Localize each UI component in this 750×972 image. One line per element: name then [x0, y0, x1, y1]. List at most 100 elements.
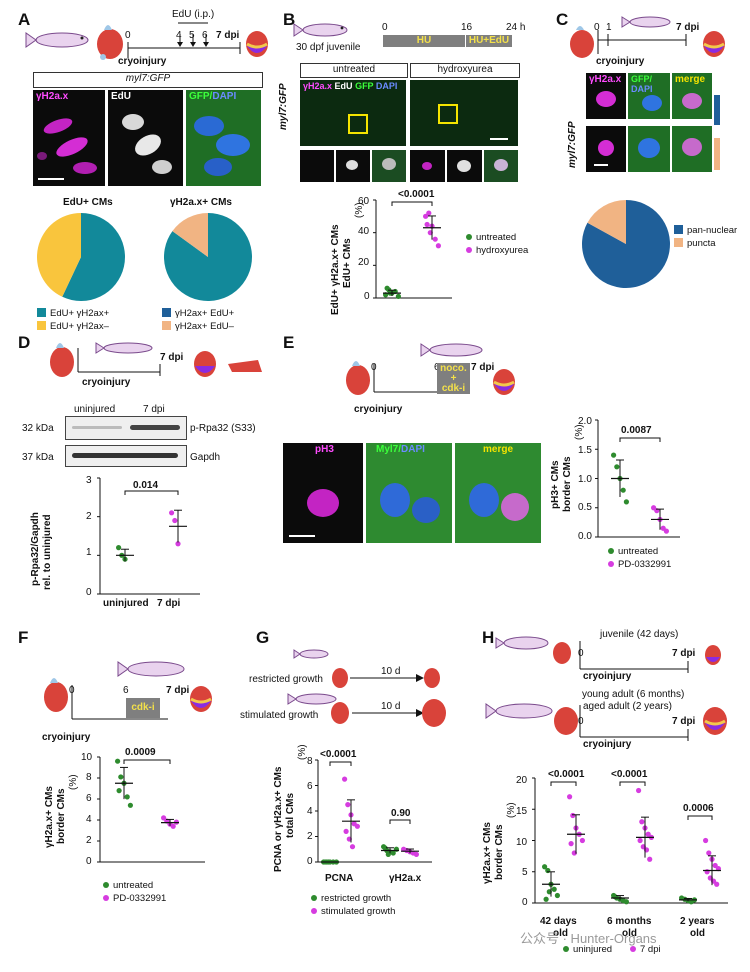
f-tick-4: 4	[86, 814, 92, 825]
e-micro-ph3: pH3	[283, 443, 363, 543]
h-adult1: young adult (6 months)	[582, 689, 685, 700]
data-point	[570, 812, 576, 819]
inset-untreated-3	[372, 150, 406, 182]
day-6: 6	[202, 30, 208, 41]
d-t7: 7 dpi	[160, 352, 184, 363]
h-adult2: aged adult (2 years)	[583, 701, 672, 712]
d-tick-1: 1	[86, 547, 92, 558]
day-0: 0	[125, 30, 131, 41]
f-t6: 6	[123, 685, 129, 696]
b-t0: 0	[382, 22, 388, 33]
e-cryo: cryoinjury	[354, 404, 403, 415]
data-point	[623, 499, 630, 505]
d-x-uninjured: uninjured	[103, 598, 149, 609]
d-x-7dpi: 7 dpi	[157, 598, 181, 609]
data-point	[116, 788, 122, 794]
g-tick-0: 0	[307, 856, 313, 867]
data-point	[614, 464, 620, 470]
h-x2b: old	[622, 928, 637, 939]
e-legend-untreated: untreated	[608, 546, 658, 557]
day-7dpi: 7 dpi	[216, 30, 240, 41]
untreated-header: untreated	[300, 63, 408, 78]
heart-injured-icon	[246, 31, 268, 57]
h-ylabel1: γH2a.x+ CMs	[482, 822, 493, 884]
day-4: 4	[176, 30, 182, 41]
micrograph-edu: EdU	[108, 90, 183, 186]
h-t0-b: 0	[578, 716, 584, 727]
e-treatment-box: noco.+cdk-i	[437, 363, 470, 394]
h-tick-0: 0	[522, 897, 528, 908]
pie-chart-edu	[36, 213, 125, 301]
f-legend-untreated: untreated	[103, 880, 153, 891]
blot-prpa32	[65, 416, 187, 440]
data-point	[349, 844, 356, 850]
data-point	[342, 776, 348, 782]
g-x-pcna: PCNA	[325, 873, 354, 884]
c-tag-puncta	[714, 138, 720, 170]
h-t7-a: 7 dpi	[672, 648, 696, 659]
f-t0: 0	[69, 685, 75, 696]
g-pval1: <0.0001	[320, 749, 357, 760]
data-point	[413, 851, 419, 857]
b-t16: 16	[461, 22, 473, 33]
panel-c-schematic	[570, 16, 725, 58]
c-micro-gfp-1: GFP/DAPI	[628, 73, 670, 119]
d-tick-3: 3	[86, 475, 92, 486]
data-point	[714, 881, 720, 887]
data-point	[645, 831, 651, 837]
f-cdki-box: cdk-i	[126, 698, 160, 718]
c-micro-merge-1: merge	[672, 73, 712, 119]
panel-h-label: H	[482, 628, 495, 647]
data-point	[345, 802, 351, 808]
watermark: 公众号 · Hunter-Organs	[520, 931, 657, 946]
panel-d-schematic	[50, 342, 262, 377]
e-tick-15: 1.5	[578, 445, 592, 456]
h-tick-10: 10	[516, 837, 528, 848]
f-cryo: cryoinjury	[42, 732, 91, 743]
data-point	[395, 293, 401, 299]
data-point	[124, 794, 130, 800]
hu-edu-bar: HU+EdU	[466, 35, 512, 47]
significance-bracket	[550, 781, 577, 786]
data-point	[435, 243, 441, 249]
data-point	[567, 794, 573, 800]
h-x3a: 2 years	[680, 916, 715, 927]
c-t0: 0	[594, 22, 600, 33]
data-point	[663, 528, 670, 534]
b-tick-0: 0	[364, 291, 370, 302]
inset-untreated-1	[300, 150, 334, 182]
g-tick-4: 4	[307, 806, 313, 817]
h-cryo-a: cryoinjury	[583, 671, 632, 682]
h-x1b: old	[553, 928, 568, 939]
juvenile-label: 30 dpf juvenile	[296, 42, 361, 53]
h-pval1: <0.0001	[548, 769, 585, 780]
e-t7: 7 dpi	[471, 362, 495, 373]
significance-bracket	[124, 490, 179, 495]
data-point	[637, 837, 643, 844]
micrograph-hydroxyurea	[410, 80, 518, 146]
hu-bar: HU	[383, 35, 465, 47]
h-legend-7dpi: 7 dpi	[630, 944, 661, 955]
e-tick-05: 0.5	[578, 502, 592, 513]
panel-a-label: A	[18, 10, 31, 29]
c-micro-gfp-2	[628, 126, 670, 172]
data-point	[343, 828, 349, 835]
g-tick-8: 8	[307, 756, 313, 767]
panel-f-label: F	[18, 628, 29, 647]
e-tick-20: 2.0	[578, 416, 592, 427]
h-x2a: 6 months	[607, 916, 652, 927]
b-tick-20: 20	[358, 257, 370, 268]
inset-hu-3	[484, 150, 518, 182]
h-tick-15: 15	[516, 806, 528, 817]
e-micro-myl7-dapi: Myl7/DAPI	[366, 443, 452, 543]
panel-f-schematic	[44, 661, 212, 720]
pie-slice	[587, 200, 626, 244]
g-pval2: 0.90	[391, 808, 411, 819]
significance-bracket	[687, 815, 713, 820]
significance-bracket	[619, 437, 661, 442]
pie2-title: γH2a.x+ CMs	[170, 197, 232, 208]
